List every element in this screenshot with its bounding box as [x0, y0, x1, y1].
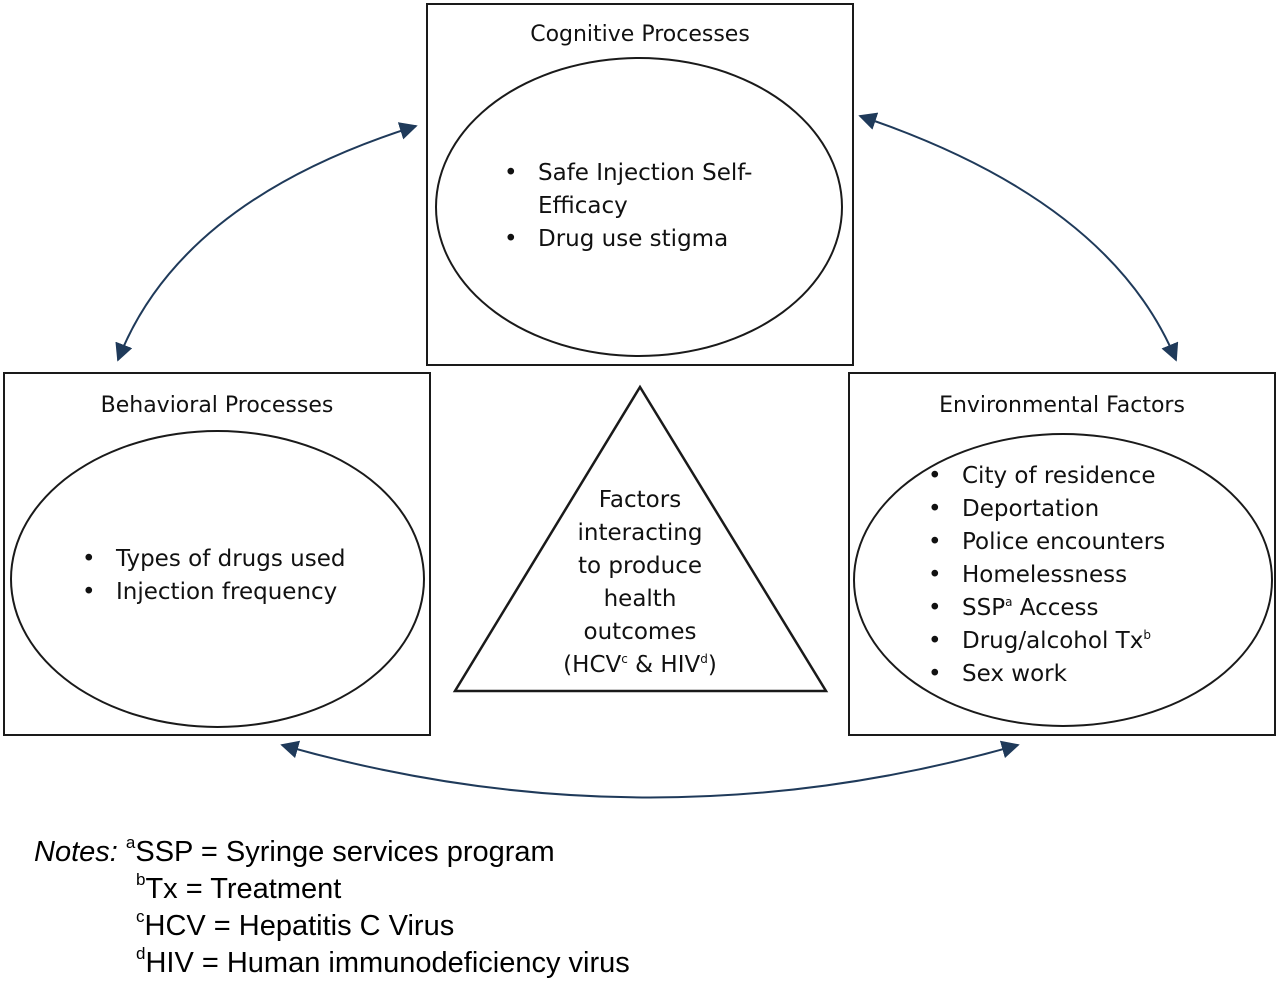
cognitive-processes-title: Cognitive Processes	[530, 22, 750, 47]
cognitive-list: Safe Injection Self- Efficacy Drug use s…	[504, 157, 752, 256]
note-line: dHIV = Human immunodeficiency virus	[136, 944, 630, 979]
list-item: Injection frequency	[82, 576, 345, 609]
list-item: Types of drugs used	[82, 543, 345, 576]
note-line: Notes: aSSP = Syringe services program	[34, 833, 555, 868]
list-item: Safe Injection Self- Efficacy	[504, 157, 752, 223]
list-item: Sex work	[928, 658, 1165, 691]
arrow-cognitive-behavioral	[115, 122, 418, 362]
behavioral-processes-box: Behavioral Processes Types of drugs used…	[3, 372, 431, 736]
notes-label: Notes:	[34, 836, 118, 868]
notes-section: Notes: aSSP = Syringe services program b…	[34, 834, 630, 982]
list-item: Police encounters	[928, 526, 1165, 559]
list-item: SSPa Access	[928, 592, 1165, 625]
note-line: bTx = Treatment	[136, 870, 342, 905]
behavioral-ellipse	[10, 430, 425, 728]
environmental-factors-box: Environmental Factors City of residence …	[848, 372, 1276, 736]
cognitive-ellipse	[435, 57, 843, 357]
environmental-list: City of residence Deportation Police enc…	[928, 460, 1165, 691]
list-item: City of residence	[928, 460, 1165, 493]
arrow-cognitive-environmental	[858, 112, 1179, 362]
center-triangle-text: Factors interacting to produce health ou…	[563, 487, 717, 678]
environmental-ellipse	[853, 433, 1273, 727]
list-item: Homelessness	[928, 559, 1165, 592]
list-item: Drug/alcohol Txb	[928, 625, 1165, 658]
environmental-factors-title: Environmental Factors	[939, 393, 1185, 418]
behavioral-list: Types of drugs used Injection frequency	[82, 543, 345, 609]
behavioral-processes-title: Behavioral Processes	[100, 393, 334, 418]
center-triangle	[452, 384, 829, 693]
cognitive-processes-box: Cognitive Processes Safe Injection Self-…	[426, 3, 854, 366]
note-line: cHCV = Hepatitis C Virus	[136, 907, 455, 942]
list-item: Drug use stigma	[504, 223, 752, 256]
arrow-behavioral-environmental	[280, 740, 1020, 799]
list-item: Deportation	[928, 493, 1165, 526]
